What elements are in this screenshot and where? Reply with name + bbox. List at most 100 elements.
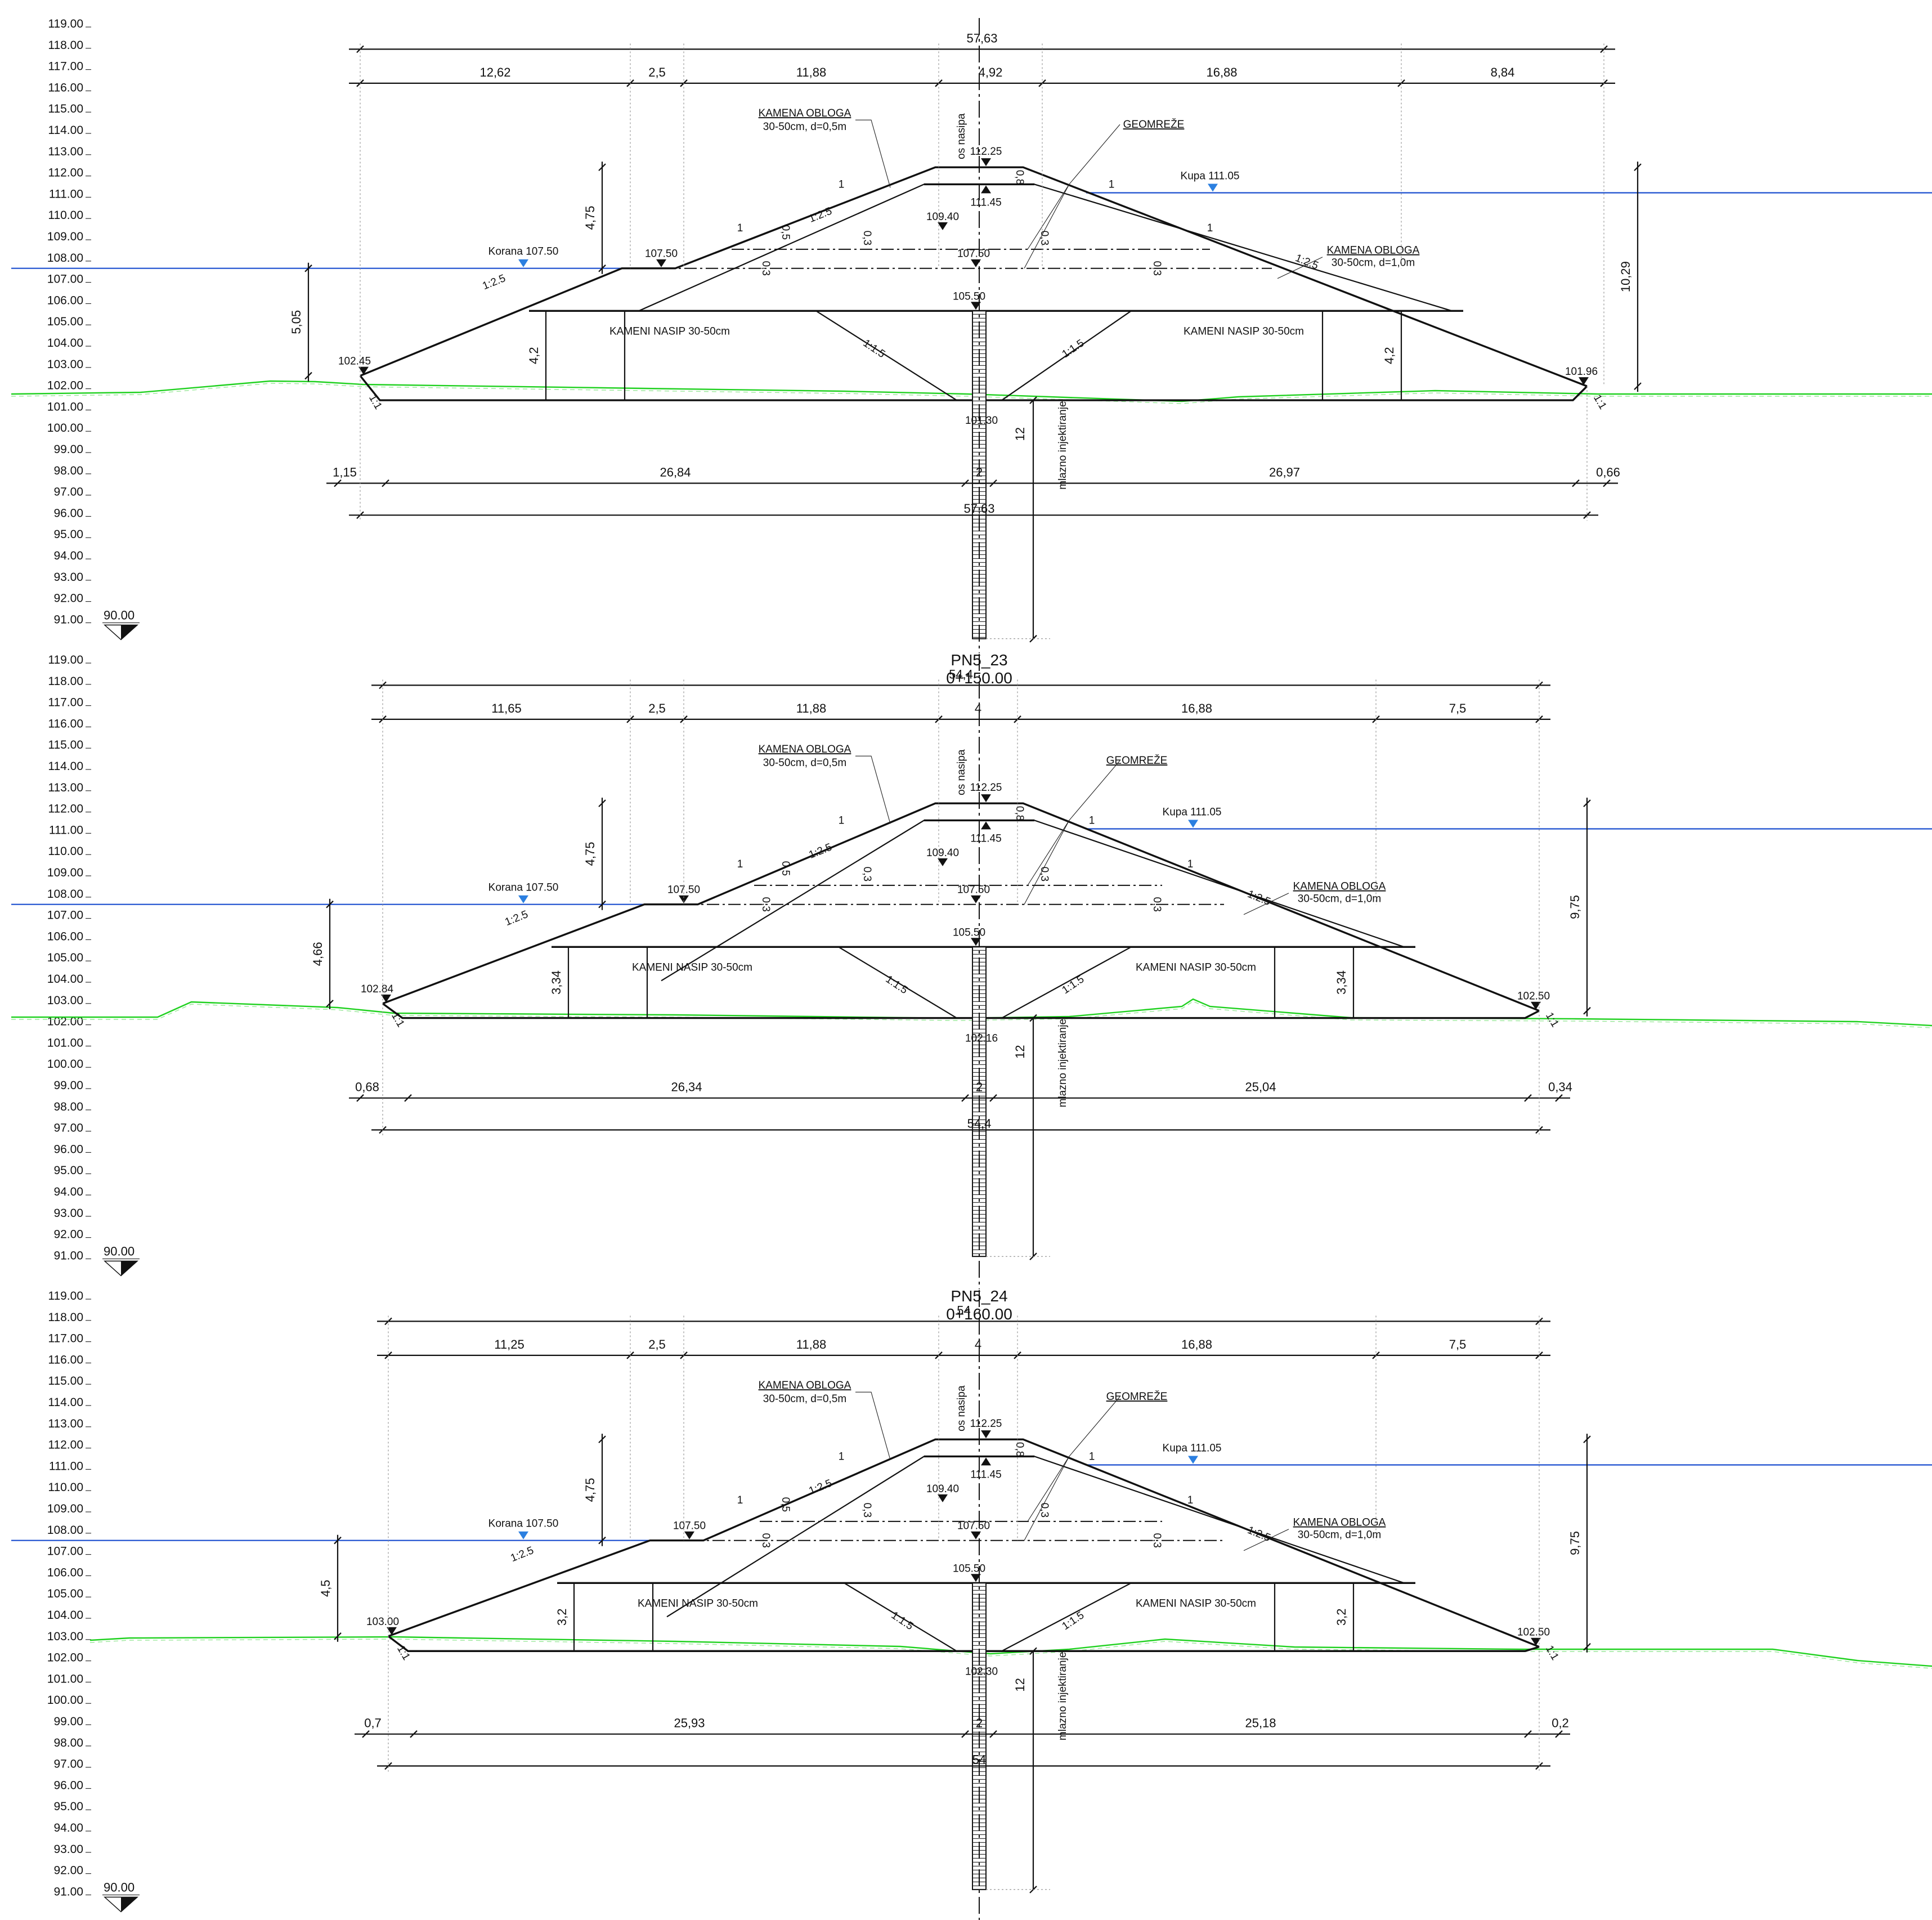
- thickness-label: 0,3: [861, 231, 873, 245]
- scale-label: 114.00: [48, 124, 83, 137]
- scale-label: 103.00: [47, 1630, 83, 1643]
- elev-left-toe: 103.00: [366, 1616, 399, 1628]
- dim-jet-depth-label: 12: [1013, 1045, 1027, 1058]
- dim-tick: [326, 1000, 334, 1008]
- ground-line: [11, 380, 1932, 402]
- scale-label: 112.00: [48, 167, 83, 180]
- dim-right-height-label: 10,29: [1619, 261, 1633, 292]
- dim-tick: [1583, 1642, 1591, 1651]
- dim-top: 2,5: [648, 65, 666, 79]
- water-level-marker-icon: [1188, 1456, 1198, 1464]
- scale-label: 102.00: [47, 379, 83, 392]
- scale-label: 106.00: [47, 294, 83, 307]
- thickness-label: 0,8: [1014, 170, 1025, 185]
- datum-triangle-icon: [121, 1261, 137, 1276]
- scale-label: 93.00: [53, 571, 83, 584]
- core-slope-right: [1001, 1582, 1132, 1652]
- note-obloga-top: KAMENA OBLOGA: [759, 744, 851, 755]
- level-marker-icon: [981, 1457, 991, 1466]
- level-marker-icon: [938, 1494, 948, 1502]
- dim-total-top: 54: [957, 1303, 970, 1317]
- dim-bottom: 2: [976, 1716, 983, 1730]
- water-label-kupa: Kupa 111.05: [1163, 1443, 1222, 1454]
- ground-line-secondary: [89, 1639, 1932, 1669]
- scale-label: 107.00: [47, 909, 83, 922]
- dim-upper-height-label: 4,75: [583, 842, 597, 866]
- datum-label: 90.00: [104, 1244, 135, 1258]
- elev-crest: 112.25: [970, 782, 1002, 794]
- note-nasip-right: KAMENI NASIP 30-50cm: [1136, 1597, 1256, 1609]
- level-marker-icon: [381, 994, 391, 1002]
- scale-label: 96.00: [53, 1779, 83, 1792]
- elev-left-toe: 102.45: [338, 356, 371, 368]
- water-label-korana: Korana 107.50: [488, 882, 559, 894]
- note-obloga-right: KAMENA OBLOGA: [1293, 1517, 1386, 1529]
- dim-total-top: 54,4: [949, 667, 973, 681]
- water-level-marker-icon: [518, 895, 528, 903]
- dim-tick: [1583, 511, 1591, 519]
- elev-crest-inner: 111.45: [970, 833, 1001, 844]
- note-obloga-right: KAMENA OBLOGA: [1327, 245, 1420, 257]
- dim-upper-height-label: 4,75: [583, 1478, 597, 1502]
- dim-top: 4,92: [979, 65, 1003, 79]
- dim-bottom: 0,68: [355, 1080, 379, 1094]
- dim-tick: [356, 1094, 364, 1102]
- dim-bottom: 2: [976, 465, 983, 479]
- scale-label: 92.00: [53, 1228, 83, 1241]
- embankment-outline: [360, 166, 1588, 387]
- dim-top: 2,5: [648, 1337, 666, 1351]
- level-marker-icon: [1531, 1001, 1541, 1010]
- slope-label: 1:2.5: [481, 272, 507, 292]
- scale-label: 105.00: [47, 951, 83, 964]
- level-marker-icon: [981, 794, 991, 803]
- thickness-label: 0,3: [1038, 1503, 1050, 1518]
- leader-line: [1027, 184, 1070, 250]
- scale-label: 116.00: [48, 717, 83, 730]
- scale-label: 107.00: [47, 1545, 83, 1558]
- dim-core-left-label: 4,2: [527, 347, 541, 364]
- dim-jet-depth-label: 12: [1013, 427, 1027, 441]
- dim-tick: [326, 900, 334, 908]
- embankment-base: [382, 1002, 1540, 1019]
- elev-base: 102.16: [965, 1033, 998, 1045]
- scale-label: 100.00: [47, 1058, 83, 1071]
- scale-label: 109.00: [47, 1502, 83, 1515]
- note-geomreze: GEOMREŽE: [1123, 118, 1185, 131]
- scale-label: 99.00: [53, 1079, 83, 1092]
- dim-top: 16,88: [1181, 701, 1212, 715]
- water-label-korana: Korana 107.50: [488, 246, 559, 258]
- water-label-kupa: Kupa 111.05: [1181, 171, 1240, 182]
- level-marker-icon: [684, 1531, 694, 1539]
- dim-bottom: 26,97: [1269, 465, 1300, 479]
- elev-core-top: 105.50: [953, 290, 985, 302]
- dim-tick: [598, 1435, 606, 1443]
- dim-tick: [382, 479, 389, 487]
- dim-bottom: 25,93: [674, 1716, 705, 1730]
- dim-tick: [1634, 163, 1642, 171]
- leader-line: [855, 755, 891, 824]
- thickness-label: 0,3: [1151, 1533, 1163, 1547]
- thickness-label: 0,3: [1151, 897, 1163, 911]
- scale-label: 103.00: [47, 358, 83, 371]
- level-marker-icon: [981, 158, 991, 167]
- level-marker-icon: [358, 366, 369, 375]
- level-marker-icon: [971, 1574, 981, 1582]
- dim-tick: [1603, 479, 1611, 487]
- elevation-scale: 119.00118.00117.00116.00115.00114.00113.…: [47, 654, 140, 1277]
- dim-bottom: 25,18: [1245, 1716, 1276, 1730]
- slope-label: 1:1.5: [889, 1609, 916, 1632]
- scale-label: 109.00: [47, 866, 83, 879]
- leader-line: [1024, 760, 1120, 905]
- slope-label: 1:2.5: [1246, 888, 1272, 908]
- dim-tick: [334, 1536, 342, 1545]
- elev-left-berm: 107.50: [645, 248, 678, 260]
- note-obloga-top-spec: 30-50cm, d=0,5m: [763, 757, 846, 769]
- scale-label: 110.00: [48, 845, 83, 858]
- dim-top: 11,88: [796, 65, 826, 79]
- scale-label: 113.00: [48, 781, 83, 794]
- level-marker-icon: [981, 185, 991, 194]
- scale-label: 95.00: [53, 1164, 83, 1177]
- ground-line-secondary: [11, 1001, 1932, 1028]
- scale-label: 93.00: [53, 1843, 83, 1856]
- thickness-label: 0,3: [760, 897, 772, 911]
